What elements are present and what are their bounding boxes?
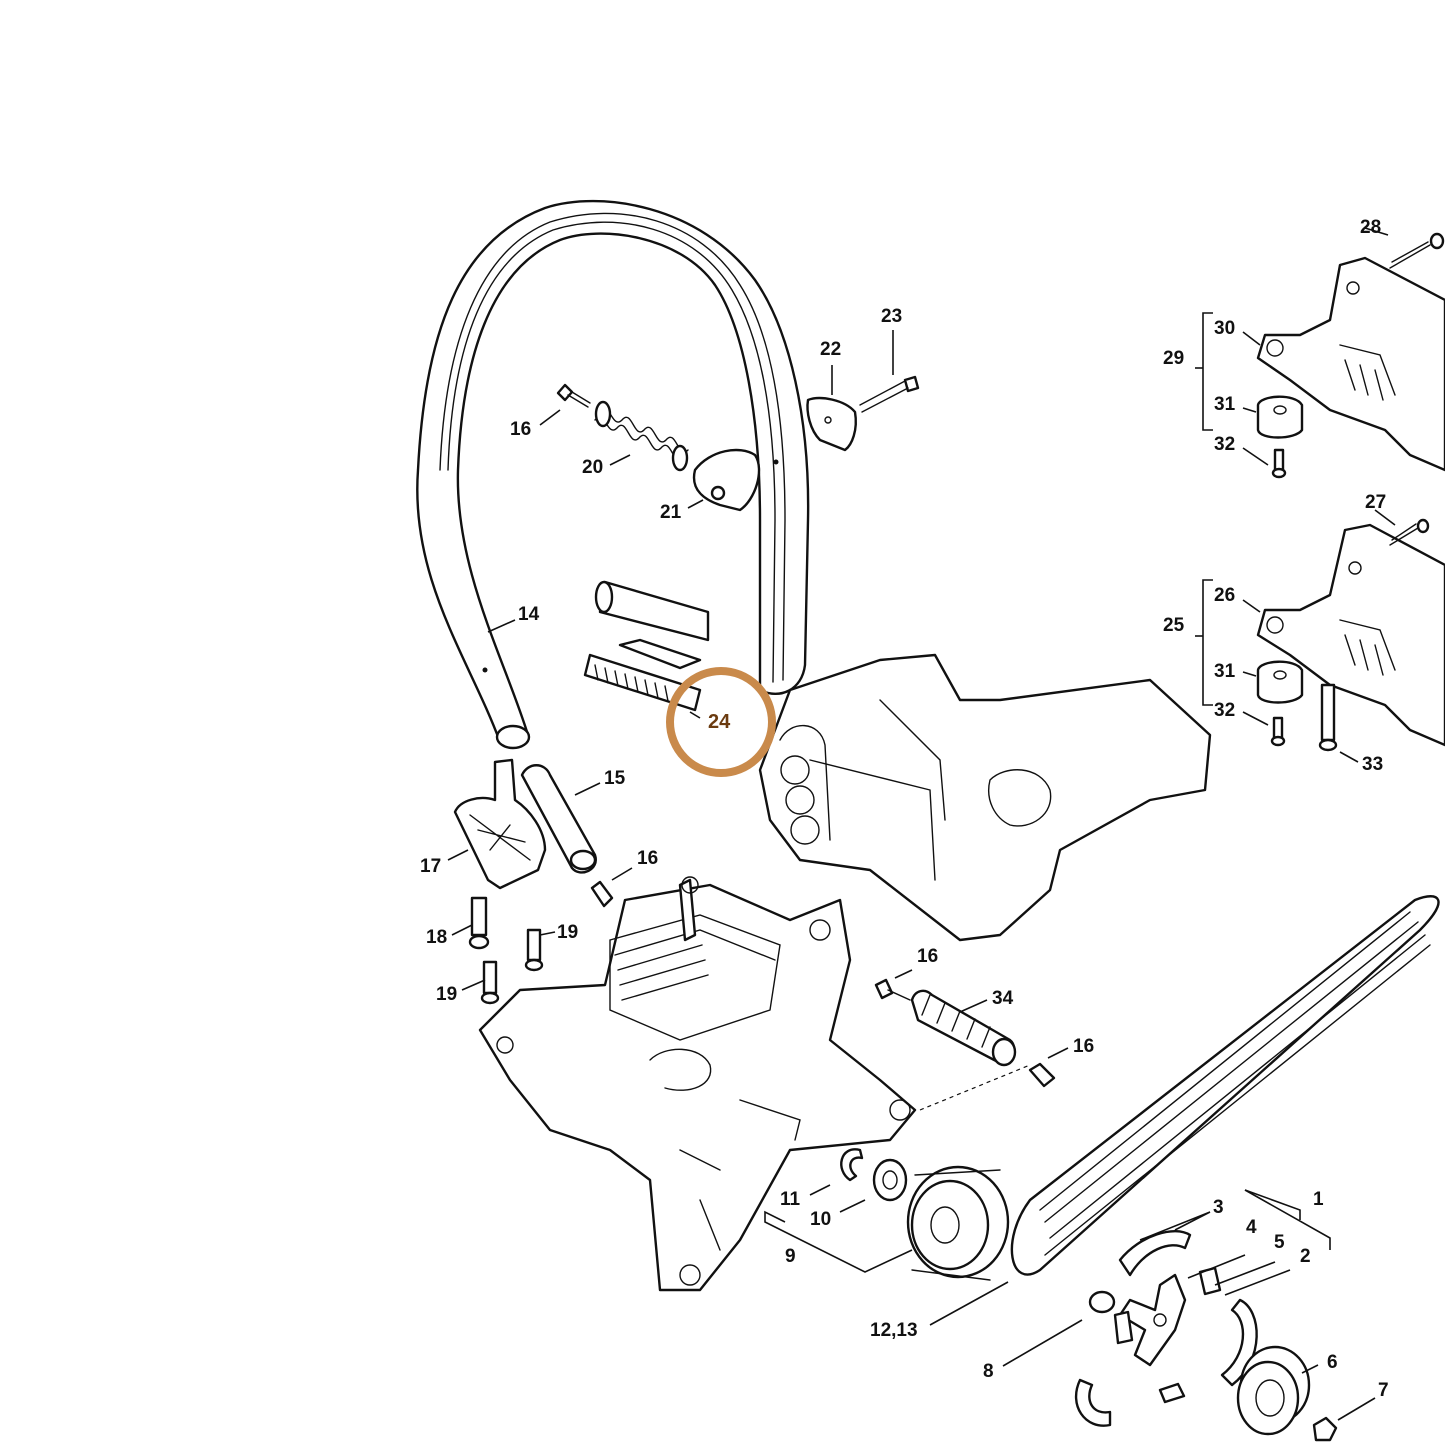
spring-part-34[interactable] (910, 989, 1017, 1067)
label-34[interactable]: 34 (992, 988, 1014, 1009)
tube-part[interactable] (583, 580, 710, 712)
label-24[interactable]: 24 (708, 711, 731, 733)
label-4[interactable]: 4 (1246, 1217, 1257, 1238)
screw-part-16a[interactable] (556, 383, 591, 408)
screw-part-16c[interactable] (874, 978, 911, 1001)
label-16c[interactable]: 16 (917, 946, 938, 967)
screw-part-18[interactable] (468, 896, 490, 950)
buffer-part-31b[interactable] (1256, 660, 1304, 704)
crankcase-housing (758, 653, 1212, 942)
bearing-part-10[interactable] (872, 1158, 908, 1202)
label-11[interactable]: 11 (780, 1189, 801, 1210)
screw-part-16d[interactable] (1028, 1062, 1056, 1088)
label-31a[interactable]: 31 (1214, 394, 1236, 415)
spring-part-8b[interactable] (1113, 1310, 1134, 1345)
label-25[interactable]: 25 (1163, 615, 1185, 636)
label-33[interactable]: 33 (1362, 754, 1383, 775)
label-6[interactable]: 6 (1327, 1352, 1338, 1373)
bracket-part-22[interactable] (806, 396, 857, 452)
buffer-part-21[interactable] (692, 448, 761, 512)
grip-part-17[interactable] (453, 758, 547, 890)
bolt-part-23[interactable] (859, 375, 920, 413)
label-3[interactable]: 3 (1213, 1197, 1224, 1218)
label-7[interactable]: 7 (1378, 1380, 1389, 1401)
label-16b[interactable]: 16 (637, 848, 658, 869)
bolt-part-28[interactable] (1389, 232, 1445, 269)
clutch-drum-part-6[interactable] (1236, 1345, 1311, 1436)
bracket-part-30[interactable] (1256, 256, 1445, 472)
label-14[interactable]: 14 (518, 604, 540, 625)
buffer-part-31a[interactable] (1256, 395, 1304, 439)
label-32a[interactable]: 32 (1214, 434, 1235, 455)
label-19b[interactable]: 19 (436, 984, 457, 1005)
highlight-ring (666, 667, 776, 777)
label-23[interactable]: 23 (881, 306, 902, 327)
label-9[interactable]: 9 (785, 1246, 796, 1267)
label-1[interactable]: 1 (1313, 1189, 1324, 1210)
label-15[interactable]: 15 (604, 768, 626, 789)
assembly-line (919, 1064, 1031, 1111)
screw-part-32a[interactable] (1271, 448, 1287, 479)
label-8[interactable]: 8 (983, 1361, 994, 1382)
label-27[interactable]: 27 (1365, 492, 1386, 513)
label-16a[interactable]: 16 (510, 419, 531, 440)
leader-lines (447, 227, 1396, 1421)
label-28[interactable]: 28 (1360, 217, 1381, 238)
pulley-part-12-13[interactable] (906, 1165, 1010, 1281)
screw-part-19a[interactable] (524, 928, 544, 972)
label-22[interactable]: 22 (820, 339, 841, 360)
bolt-part-27[interactable] (1389, 518, 1430, 546)
label-30[interactable]: 30 (1214, 318, 1235, 339)
nut-part-7[interactable] (1312, 1416, 1338, 1442)
label-12-13[interactable]: 12,13 (870, 1320, 918, 1341)
label-2[interactable]: 2 (1300, 1246, 1311, 1267)
callout-labels: 1 2 3 4 5 6 7 8 9 10 11 12,13 14 15 16 1… (420, 217, 1389, 1401)
label-20[interactable]: 20 (582, 457, 603, 478)
clutch-shoe-part-3[interactable] (1118, 1230, 1192, 1277)
label-26[interactable]: 26 (1214, 585, 1235, 606)
screw-part-16b[interactable] (590, 880, 614, 908)
spring-part-c[interactable] (1158, 1382, 1186, 1404)
label-18[interactable]: 18 (426, 927, 447, 948)
label-19a[interactable]: 19 (557, 922, 578, 943)
label-21[interactable]: 21 (660, 502, 682, 523)
clutch-shoe-part-c[interactable] (1074, 1378, 1112, 1427)
label-16d[interactable]: 16 (1073, 1036, 1094, 1057)
washer-part-8[interactable] (1088, 1290, 1116, 1314)
handle-bar-part[interactable] (416, 199, 810, 750)
label-10[interactable]: 10 (810, 1209, 831, 1230)
screw-part-32b[interactable] (1270, 716, 1286, 747)
label-29[interactable]: 29 (1163, 348, 1184, 369)
bolt-part-33[interactable] (1318, 683, 1338, 752)
label-32b[interactable]: 32 (1214, 700, 1235, 721)
screw-part-19b[interactable] (480, 960, 500, 1005)
circlip-part-11[interactable] (840, 1148, 864, 1182)
v-belt[interactable] (1010, 895, 1440, 1276)
engine-block (478, 876, 917, 1292)
bracket-part-26[interactable] (1256, 523, 1445, 747)
label-17[interactable]: 17 (420, 856, 441, 877)
label-31b[interactable]: 31 (1214, 661, 1236, 682)
clutch-carrier-part[interactable] (1118, 1273, 1187, 1367)
label-5[interactable]: 5 (1274, 1232, 1285, 1253)
spring-part-15[interactable] (520, 764, 597, 874)
spring-part-20[interactable] (594, 400, 689, 472)
